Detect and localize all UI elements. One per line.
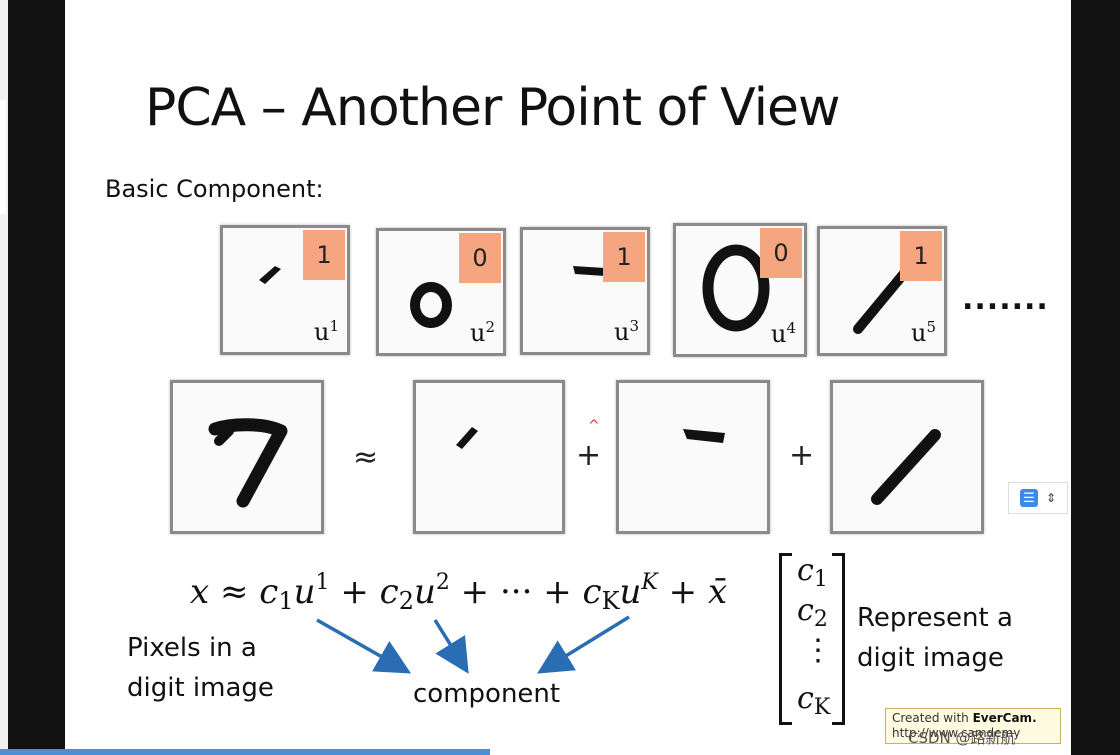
pixels-note: Pixels in a digit image: [127, 633, 274, 703]
plus-symbol-2: +: [789, 438, 815, 473]
stroke-u2-image: [410, 282, 452, 328]
pca-formula: x ≈ c1u1 + c2u2 + ··· + cKuK + x̄: [190, 570, 728, 615]
cursor-mark: ^: [588, 418, 600, 434]
component-label: u1: [313, 317, 339, 346]
component-badge: 1: [900, 231, 942, 281]
term-u3-image: [616, 380, 770, 534]
component-label: u5: [910, 318, 936, 347]
scroll-arrows-icon[interactable]: ⇕: [1045, 491, 1057, 505]
left-dark-margin: [8, 0, 65, 755]
plus-symbol-1: +: [576, 438, 602, 473]
vector-entry-vdots: ⋮: [803, 633, 833, 668]
digit-seven-strokes: [208, 418, 288, 508]
left-window-fragment: [0, 100, 6, 214]
approx-symbol: ≈: [353, 440, 379, 475]
vector-entry-c2: c2: [797, 593, 828, 632]
component-u2: 0 u2: [376, 228, 506, 356]
term-u1-strokes: [456, 427, 478, 449]
vector-entry-c1: c1: [797, 553, 828, 592]
slide-subtitle: Basic Component:: [105, 175, 324, 203]
stroke-u4-image: [702, 244, 770, 332]
component-note: component: [413, 679, 561, 709]
term-u5-strokes: [871, 429, 941, 505]
component-u5: 1 u5: [817, 226, 947, 356]
digit-seven-image: [170, 380, 324, 534]
slide-canvas: PCA – Another Point of View Basic Compon…: [65, 0, 1071, 755]
component-u3: 1 u3: [520, 227, 650, 355]
stroke-u5-image: [853, 266, 911, 334]
component-ellipsis: .......: [962, 282, 1049, 317]
term-u3-strokes: [683, 429, 725, 443]
csdn-watermark: CSDN @路新航: [908, 729, 1016, 747]
vector-entry-cK: cK: [797, 681, 831, 720]
text-format-icon[interactable]: ☰: [1019, 489, 1038, 507]
component-u1: 1 u1: [220, 225, 350, 355]
left-window-edge: [0, 0, 8, 755]
evercam-watermark: Created with EverCam. http://www.camdemy: [885, 708, 1061, 744]
component-label: u2: [469, 318, 495, 347]
arrow-u2: [433, 619, 469, 674]
right-dark-margin: [1071, 0, 1120, 755]
right-bracket: [832, 553, 845, 725]
floating-side-widget[interactable]: ☰ ⇕: [1008, 482, 1068, 514]
arrow-uK: [537, 615, 630, 674]
slide-title: PCA – Another Point of View: [145, 78, 841, 138]
progress-underline: [0, 749, 490, 755]
component-label: u4: [770, 319, 796, 348]
component-badge: 0: [760, 228, 802, 278]
stroke-u3-image: [573, 266, 605, 276]
represent-note: Represent a digit image: [857, 603, 1013, 673]
component-u4: 0 u4: [673, 223, 807, 357]
component-label: u3: [613, 317, 639, 346]
left-bracket: [779, 553, 792, 725]
coefficient-vector: c1 c2 ⋮ cK: [779, 553, 845, 725]
component-badge: 1: [603, 232, 645, 282]
arrow-u1: [316, 618, 412, 674]
component-badge: 1: [303, 230, 345, 280]
term-u5-image: [830, 380, 984, 534]
term-u1-image: [413, 380, 565, 534]
component-badge: 0: [459, 233, 501, 283]
stroke-u1-image: [259, 266, 281, 284]
